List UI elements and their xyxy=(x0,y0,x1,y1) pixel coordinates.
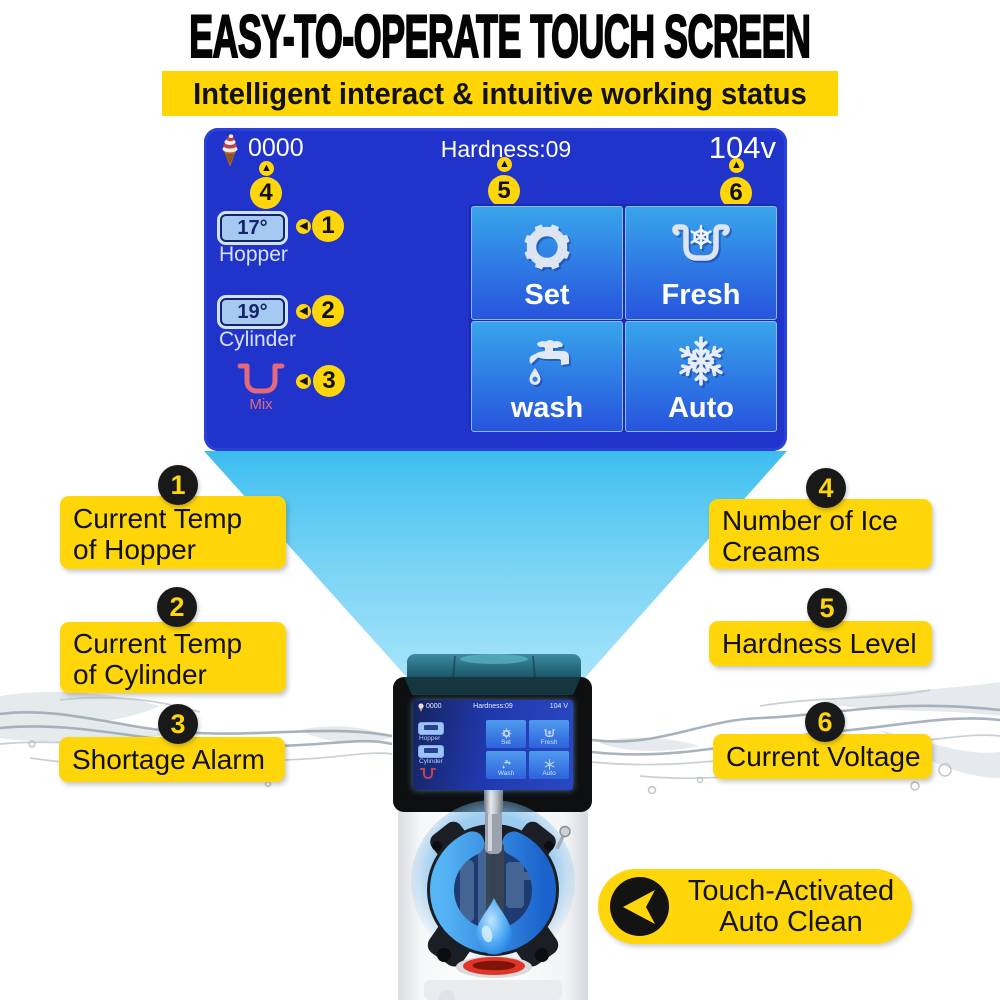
mini-counter: 0000 xyxy=(426,703,442,710)
mix-label: Mix xyxy=(249,396,273,413)
mini-button-label: Wash xyxy=(497,770,515,777)
subtitle-text: Intelligent interact & intuitive working… xyxy=(193,76,807,111)
fresh-bowl-snowflake-icon xyxy=(626,223,776,271)
set-button-label: Set xyxy=(524,279,570,311)
callout-current-temp-cylinder: Current Temp of Cylinder xyxy=(60,622,286,693)
wash-button[interactable]: wash xyxy=(471,321,623,432)
callout-line: of Hopper xyxy=(73,534,196,565)
mini-cylinder-display xyxy=(418,745,444,758)
mini-button-label: Auto xyxy=(542,770,556,777)
touch-badge-line: Auto Clean xyxy=(719,906,863,938)
title-text: EASY-TO-OPERATE TOUCH SCREEN xyxy=(189,2,812,71)
left-triangle-icon: ◀ xyxy=(296,219,311,234)
callout-number-4: 4 xyxy=(806,468,846,508)
mini-button-label: Fresh xyxy=(540,739,558,746)
hopper-temp-value: 17° xyxy=(222,216,283,240)
ice-cream-cone-icon xyxy=(222,134,238,167)
callout-line: Shortage Alarm xyxy=(72,744,265,775)
cylinder-temp-value: 19° xyxy=(222,300,283,324)
callout-line: Number of Ice xyxy=(722,505,898,536)
up-triangle-icon: ▲ xyxy=(259,161,274,176)
faucet-icon xyxy=(472,338,622,388)
callout-number-of-ice-creams: Number of Ice Creams xyxy=(709,499,932,569)
mini-wash-button: Wash xyxy=(486,751,526,779)
mix-bowl-icon xyxy=(237,363,285,394)
callout-current-temp-hopper: Current Temp of Hopper xyxy=(60,496,286,569)
touch-screen: 0000 Hardness:09 104v ▲ 4 ▲ 5 ▲ 6 17° Ho… xyxy=(204,128,787,451)
callout-number-3: 3 xyxy=(158,704,198,744)
touch-arrow-icon xyxy=(610,877,669,936)
ice-cream-counter: 0000 xyxy=(248,134,304,162)
callout-number-2: 2 xyxy=(157,587,197,627)
marker-2: 2 xyxy=(312,295,344,327)
gear-icon xyxy=(472,221,622,273)
touch-badge-text: Touch-Activated Auto Clean xyxy=(678,876,904,938)
callout-line: Creams xyxy=(722,536,821,567)
callout-number-5: 5 xyxy=(807,588,847,628)
cylinder-temp-display: 19° xyxy=(217,295,288,329)
mini-fresh-button: Fresh xyxy=(529,720,569,748)
cylinder-label: Cylinder xyxy=(219,328,297,351)
callout-number-6: 6 xyxy=(805,702,845,742)
left-triangle-icon: ◀ xyxy=(296,374,311,389)
marker-1: 1 xyxy=(312,210,344,242)
callout-line: Current Voltage xyxy=(726,741,921,772)
mini-voltage: 104 V xyxy=(549,703,568,710)
callout-line: Hardness Level xyxy=(722,628,917,659)
mini-hopper-display xyxy=(418,722,444,735)
marker-4: 4 xyxy=(250,177,282,209)
machine-mini-screen: 0000 Hardness:09 104 V Hopper Cylinder S… xyxy=(413,700,573,790)
fresh-button[interactable]: Fresh xyxy=(625,206,777,320)
page-title: EASY-TO-OPERATE TOUCH SCREEN xyxy=(0,2,1000,71)
marker-5: 5 xyxy=(488,175,520,207)
snowflake-icon xyxy=(626,334,776,388)
mini-auto-button: Auto xyxy=(529,751,569,779)
voltage-status: 104v xyxy=(708,130,776,165)
set-button[interactable]: Set xyxy=(471,206,623,320)
callout-line: of Cylinder xyxy=(73,659,207,690)
callout-line: Current Temp xyxy=(73,503,243,534)
callout-shortage-alarm: Shortage Alarm xyxy=(59,737,285,782)
mini-hardness: Hardness:09 xyxy=(473,703,513,710)
auto-button[interactable]: Auto xyxy=(625,321,777,432)
mini-cylinder-label: Cylinder xyxy=(419,758,443,765)
mini-button-label: Set xyxy=(501,739,511,746)
up-triangle-icon: ▲ xyxy=(729,158,744,173)
mini-set-button: Set xyxy=(486,720,526,748)
mini-hopper-label: Hopper xyxy=(419,735,441,742)
auto-button-label: Auto xyxy=(667,392,735,424)
touch-badge-line: Touch-Activated xyxy=(687,875,895,907)
fresh-button-label: Fresh xyxy=(661,279,741,311)
subtitle-banner: Intelligent interact & intuitive working… xyxy=(162,71,838,116)
touch-activated-badge: Touch-Activated Auto Clean xyxy=(598,869,912,944)
hopper-label: Hopper xyxy=(219,243,288,266)
mini-ice-cream-cone-icon xyxy=(418,703,424,712)
up-triangle-icon: ▲ xyxy=(497,157,512,172)
callout-number-1: 1 xyxy=(158,465,198,505)
wash-button-label: wash xyxy=(510,392,584,424)
callout-hardness-level: Hardness Level xyxy=(709,621,932,666)
marker-3: 3 xyxy=(313,365,345,397)
left-triangle-icon: ◀ xyxy=(296,304,311,319)
projection-beam xyxy=(204,451,787,680)
marker-6: 6 xyxy=(720,177,752,209)
callout-line: Current Temp xyxy=(73,628,243,659)
hopper-temp-display: 17° xyxy=(217,211,288,245)
mini-mix-icon xyxy=(420,768,436,780)
